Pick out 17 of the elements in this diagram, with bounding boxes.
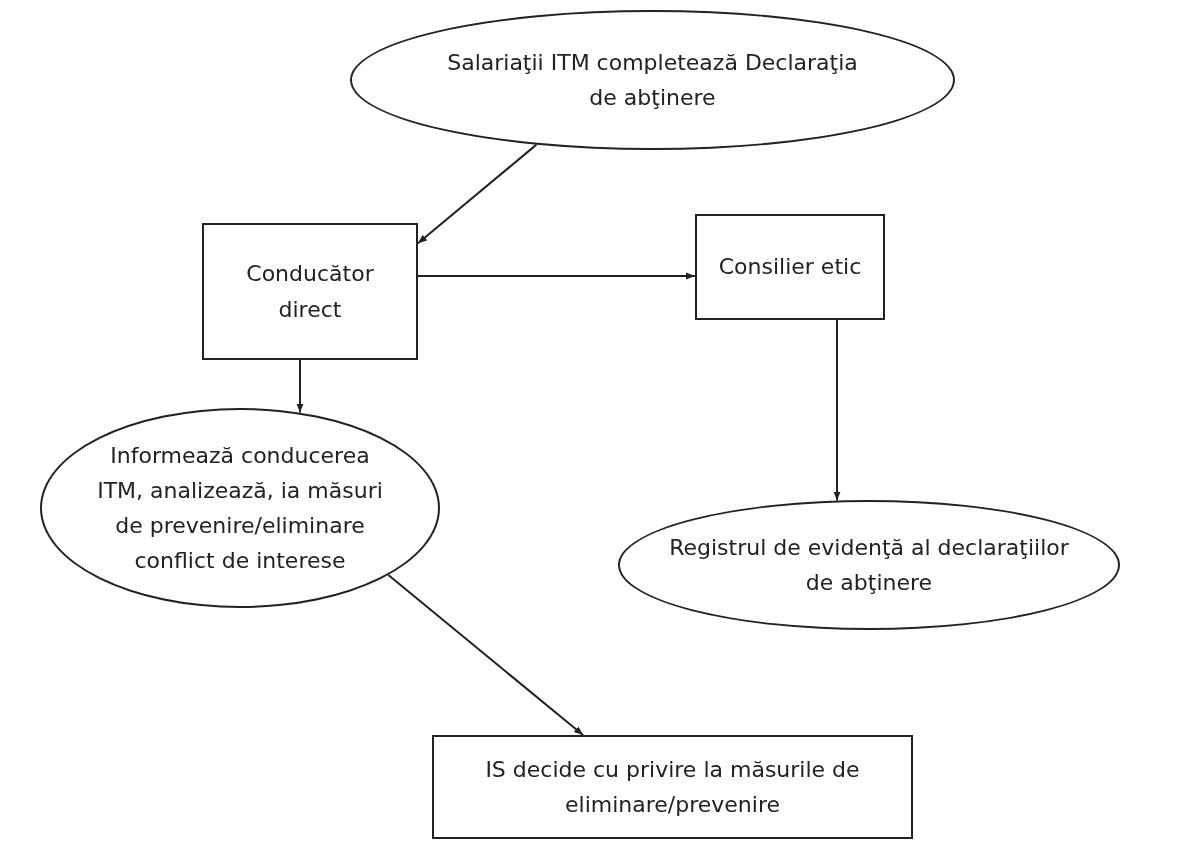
node-text: Informează conducerea ITM, analizează, ia măsuri de prevenire/eliminare conflict de interese [96, 441, 384, 576]
arrow [417, 272, 696, 280]
node-text: Consilier etic [718, 253, 862, 282]
process-ellipse [40, 408, 440, 608]
process-box [432, 735, 913, 839]
arrow [417, 143, 538, 245]
process-ellipse [618, 500, 1120, 630]
process-ellipse [350, 10, 955, 150]
node-text: IS decide cu privire la măsurile de eliminare/prevenire [484, 755, 861, 819]
process-box [695, 214, 885, 320]
arrow [833, 319, 841, 502]
node-text: Conducător direct [245, 260, 375, 324]
process-box [202, 223, 418, 360]
node-text: Salariaţii ITM completează Declaraţia de abţinere [446, 48, 859, 112]
node-text: Registrul de evidenţă al declaraţiilor de abţinere [669, 533, 1069, 597]
arrow [296, 359, 304, 414]
arrow [387, 574, 585, 736]
